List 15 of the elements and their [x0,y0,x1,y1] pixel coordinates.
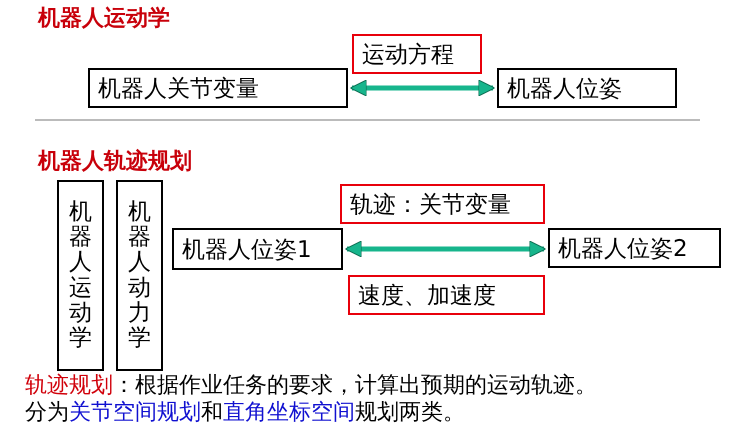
section-heading: 机器人运动学 [38,5,170,33]
note-text: 分为关节空间规划和直角坐标空间规划两类。 [25,399,465,426]
double-arrow [344,240,546,258]
highlight-box: 速度、加速度 [348,275,545,315]
text-box: 机器人位姿 [497,68,677,108]
text-box: 机器人动力学 [116,180,163,371]
section-heading: 机器人轨迹规划 [38,148,192,176]
text-box: 机器人位姿2 [548,228,721,268]
highlight-box: 轨迹：关节变量 [340,184,545,224]
note-text: 轨迹规划：根据作业任务的要求，计算出预期的运动轨迹。 [25,372,597,400]
text-box: 机器人关节变量 [88,68,348,108]
double-arrow [350,80,496,96]
highlight-box: 运动方程 [352,34,482,74]
text-box: 机器人运动学 [57,180,104,371]
text-box: 机器人位姿1 [172,228,343,270]
